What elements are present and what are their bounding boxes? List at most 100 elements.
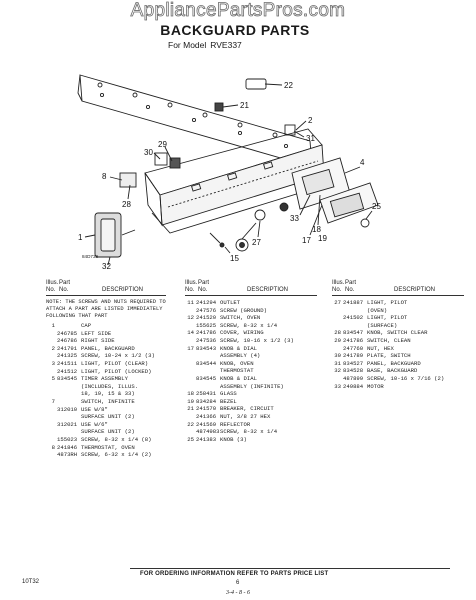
panel-hole [283,143,289,149]
callout-30: 30 [144,148,153,157]
part-description: (INCLUDES, ILLUS. [81,382,139,390]
illus-number [46,451,57,459]
table-row: (SURFACE) [332,322,464,330]
illus-number: 29 [334,336,341,344]
illus-number [185,367,196,375]
part-number: 241502 [343,314,364,322]
header-part: Part [345,280,357,286]
document-code: 10T32 [22,579,40,585]
part-number: 155625 [196,321,217,329]
part-description: TIMER ASSEMBLY [81,375,128,383]
part-number: 241789 [343,352,364,360]
part-number: 834545 [57,375,78,383]
illus-number [46,406,57,414]
part-description: LIGHT, PILOT (LOCKED) [81,367,152,375]
console-end [144,172,163,227]
illus-number [332,314,343,322]
part-description: SWITCH, OVEN [220,314,261,322]
panel-hole [202,112,208,118]
part-description: NUT, HEX [367,344,394,352]
part-number: 241520 [196,314,217,322]
header-part-no: No. [198,287,208,293]
panel-hole [97,82,103,88]
reflector [245,78,267,90]
panel-hole [167,102,173,108]
illus-number: 27 [334,299,341,306]
part-description: ASSEMBLY (INFINITE) [220,382,284,390]
illus-number [46,330,57,338]
part-number [57,398,81,406]
illus-number [332,375,343,383]
header-description: DESCRIPTION [393,287,435,293]
part-description: USE W/8" [81,405,108,413]
part-description: SWITCH, INFINITE [81,397,135,405]
part-number: 241511 [57,359,78,367]
part-number: 241570 [196,405,217,413]
illus-number [185,383,196,391]
callout-21: 21 [240,101,249,110]
table-row: (OVEN) [332,307,464,315]
part-description: KNOB & DIAL [220,344,257,352]
part-number [57,390,81,398]
callout-28: 28 [122,200,131,209]
part-description: BREAKER, CIRCUIT [220,405,274,413]
model-prefix: For Model [168,40,207,50]
part-description: LIGHT, PILOT [367,314,408,322]
illus-number: 30 [334,352,341,360]
illus-number [46,390,57,398]
illus-number [46,428,57,436]
callout-29: 29 [158,140,167,149]
part-number: 241325 [57,352,78,360]
panel-hole [132,92,138,98]
callout-15: 15 [230,254,239,263]
header-no: No. [185,287,195,293]
illus-number [46,352,57,360]
part-number: 155023 [57,435,78,443]
diagram-code: 84D732 [82,254,99,259]
panel-hole [145,104,151,110]
part-description: SCREW, 8-32 x 1/4 [220,428,278,436]
part-number: 241569 [196,420,217,428]
illus-number [185,360,196,368]
part-number: 312010 [57,405,78,413]
header-part-no: No. [345,287,355,293]
callout-31: 31 [306,134,315,143]
switch-part [154,152,168,166]
header-part: Part [59,280,71,286]
illus-number: 1 [51,322,55,329]
note-text: NOTE: THE SCREWS AND NUTS REQUIRED TO AT… [46,299,166,319]
callout-25: 25 [372,202,381,211]
part-description: LIGHT, PILOT [367,299,408,306]
part-description: MOTOR [367,382,384,390]
diagram-drawing: 22 21 2 29 30 31 8 28 4 1 33 27 25 18 17… [77,74,381,270]
console-window [191,183,202,192]
backguard-panel [79,74,313,168]
date-mark: 3-4 - 8 - 6 [226,590,250,596]
header-part: Part [198,280,210,286]
part-number: 246786 [57,337,78,345]
part-number: 249884 [343,382,364,390]
part-number: 834547 [343,329,364,337]
part-description: SCREW, 10-16 x 7/16 (2) [367,374,445,382]
part-description: PLATE, SWITCH [367,352,411,360]
part-number: 241366 [196,412,217,420]
illus-number [185,428,196,436]
part-description: OUTLET [220,299,241,306]
callout-1: 1 [78,233,83,242]
panel-hole [237,122,243,128]
